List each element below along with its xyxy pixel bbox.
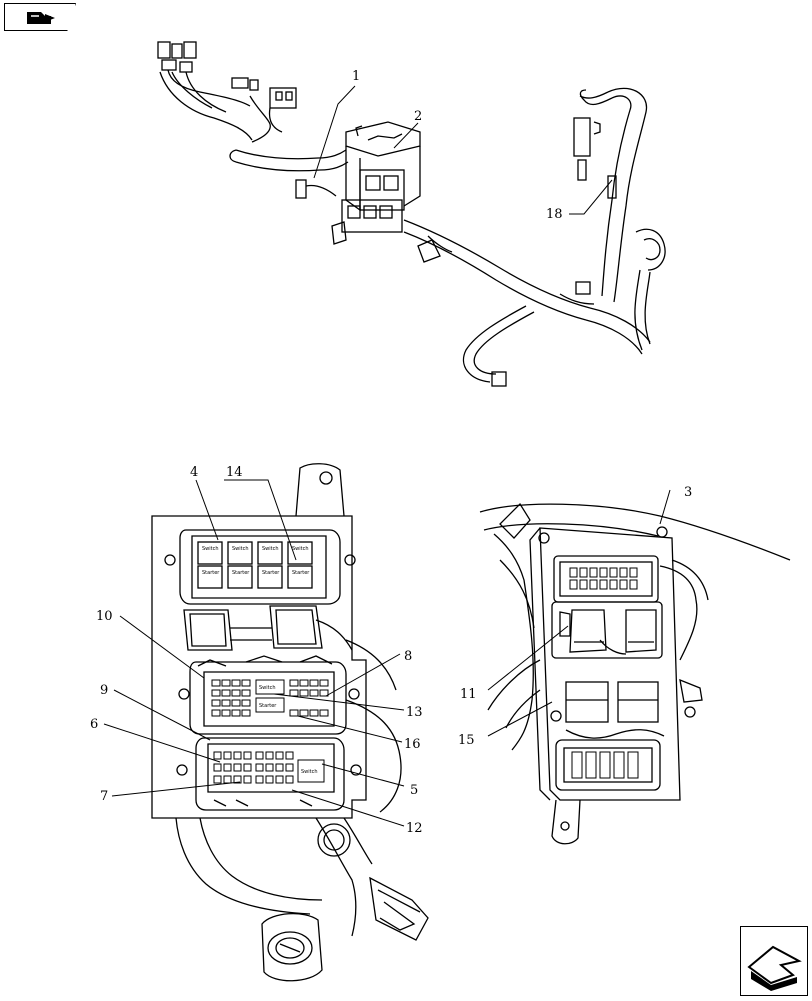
callout-2: 2 [414,109,422,124]
callout-7: 7 [100,789,108,804]
callout-numbers: 1 2 3 4 5 6 7 8 9 10 11 12 13 14 15 16 1… [90,69,692,836]
callout-3: 3 [684,485,692,500]
callout-18: 18 [546,207,563,222]
callout-6: 6 [90,717,98,732]
callout-10: 10 [96,609,113,624]
book-arrow-icon [27,12,55,24]
module-label-switch: Switch [262,546,279,552]
module-label-switch: Switch [259,685,276,691]
next-page-arrow-icon [747,945,802,991]
module-label-starter: Starter [232,570,250,576]
module-labels: Switch Switch Switch Switch Starter Star… [202,546,318,775]
callout-8: 8 [404,649,412,664]
callout-4: 4 [190,465,198,480]
module-label-switch: Switch [202,546,219,552]
leader-lines [103,85,671,827]
central-module-side-view [479,502,791,845]
module-label-switch: Switch [232,546,249,552]
module-label-starter: Starter [292,570,310,576]
wiring-harness [157,41,666,387]
central-module-front-view [151,463,429,982]
callout-11: 11 [460,687,477,702]
module-label-starter: Starter [259,703,277,709]
callout-16: 16 [404,737,421,752]
catalog-nav-button[interactable] [4,3,76,31]
callout-13: 13 [406,705,423,720]
module-label-starter: Starter [202,570,220,576]
callout-15: 15 [458,733,475,748]
callout-14: 14 [226,465,243,480]
module-label-switch: Switch [292,546,309,552]
callout-5: 5 [410,783,418,798]
next-page-button[interactable] [740,926,808,996]
callout-1: 1 [352,69,360,84]
callout-12: 12 [406,821,423,836]
module-label-switch: Switch [301,769,318,775]
module-label-starter: Starter [262,570,280,576]
callout-9: 9 [100,683,108,698]
